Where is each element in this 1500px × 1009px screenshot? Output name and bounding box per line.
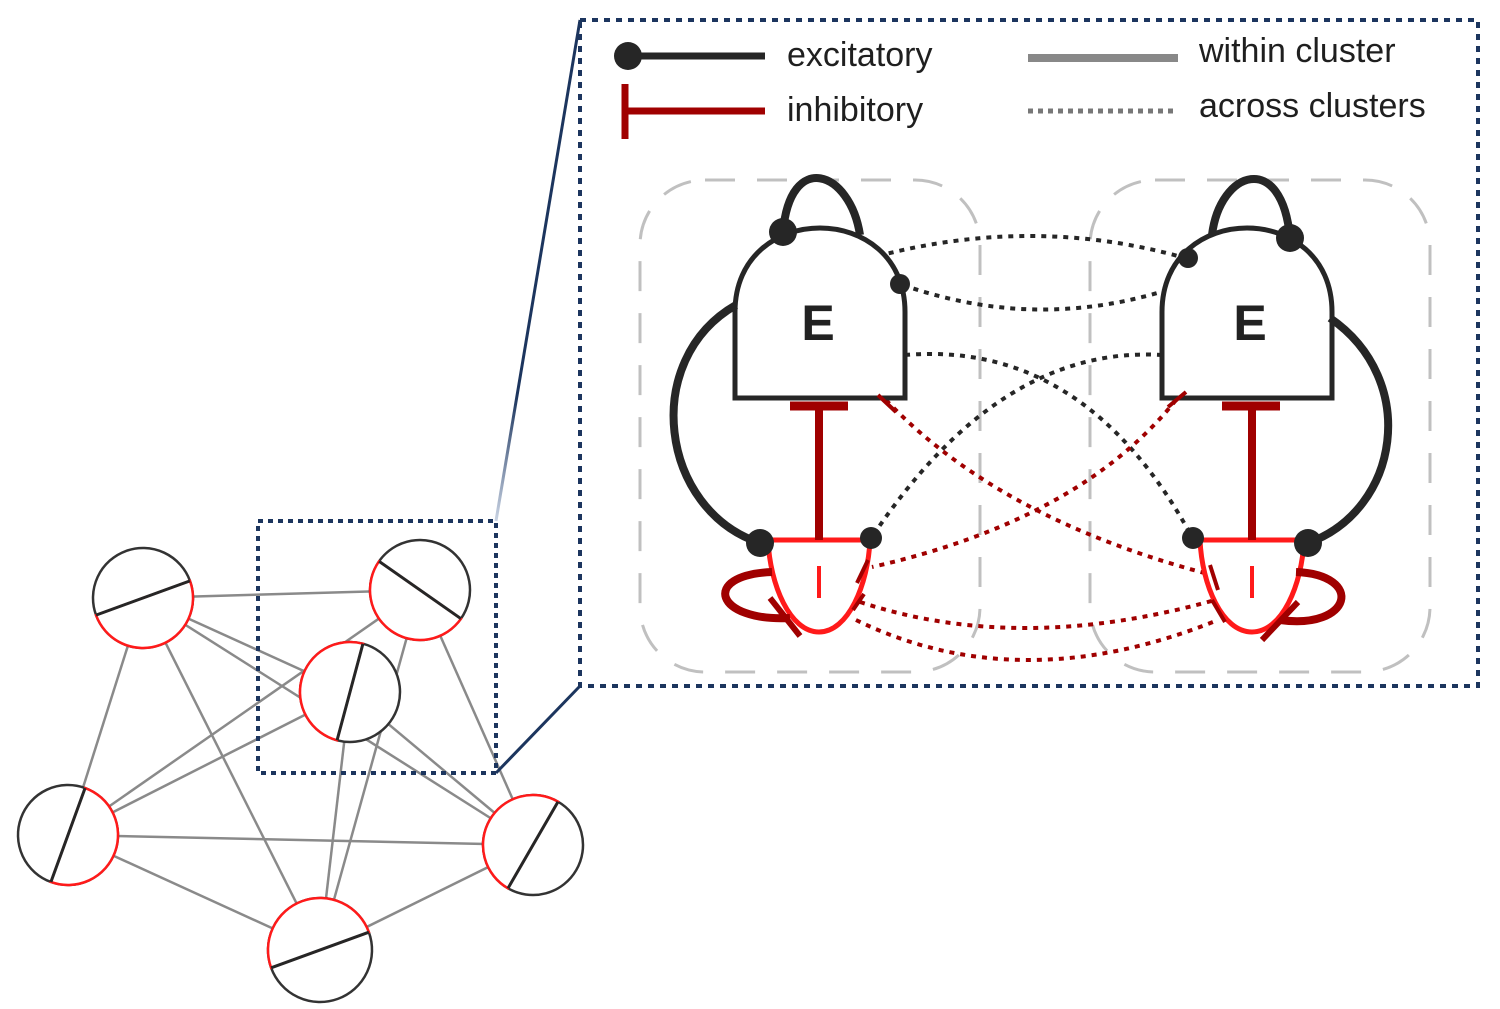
cluster-node: [266, 896, 374, 1004]
network-edge: [67, 588, 421, 837]
legend-within-cluster-label: within cluster: [1198, 32, 1396, 70]
excitatory-population-label: E: [1233, 295, 1266, 351]
legend-inhibitory-label: inhibitory: [787, 91, 923, 129]
inhibitory-legend-symbol: [621, 84, 765, 139]
inhibitory-across-edge: [855, 618, 1219, 662]
e-self-loop: [779, 174, 864, 236]
cluster-node: [481, 793, 585, 897]
zoom-panel: excitatory inhibitory within cluster acr…: [578, 18, 1480, 688]
e-to-i-edge: [1306, 314, 1393, 547]
synapse-dot: [1294, 529, 1322, 557]
cluster-node: [16, 783, 120, 887]
legend-excitatory-label: excitatory: [787, 36, 933, 74]
i-self-loop: [721, 568, 791, 623]
inhibitory-across-edge: [884, 398, 1213, 577]
synapse-dot: [1182, 527, 1204, 549]
synapse-dot: [1178, 248, 1198, 268]
excitatory-population: [732, 225, 908, 401]
network-edge: [67, 833, 534, 847]
cluster-node: [91, 546, 195, 650]
synapse-dot: [769, 218, 797, 246]
excitatory-across-edge: [904, 352, 1194, 538]
right-cluster: E: [1159, 174, 1393, 643]
e-to-i-edge: [669, 301, 762, 547]
excitatory-across-edge: [902, 281, 1189, 312]
excitatory-across-edge: [870, 352, 1163, 539]
excitatory-population: [1159, 225, 1335, 401]
network-edge: [67, 690, 351, 837]
synapse-dot: [890, 274, 910, 294]
synapse-dot: [860, 527, 882, 549]
legend-across-clusters-label: across clusters: [1199, 87, 1426, 125]
zoom-connectors: [494, 19, 582, 775]
network-edge: [318, 589, 422, 951]
inhibitory-across-edge: [871, 398, 1178, 569]
legend: excitatory inhibitory within cluster acr…: [614, 32, 1426, 139]
excitatory-legend-symbol: [614, 42, 765, 70]
zoom-selection-box: [256, 519, 498, 775]
inhibitory-across-edge: [859, 598, 1216, 630]
excitatory-across-edge: [877, 234, 1186, 260]
synapse-dot: [1276, 224, 1304, 252]
excitatory-population-label: E: [801, 295, 834, 351]
left-cluster: E: [669, 174, 910, 638]
e-self-loop: [1208, 174, 1294, 239]
network-edge: [141, 597, 322, 951]
across-cluster-connections: [855, 234, 1219, 662]
cluster-node: [298, 640, 402, 744]
i-self-loop: [1279, 568, 1346, 626]
network-overview: [16, 519, 585, 1004]
synapse-dot: [746, 529, 774, 557]
cluster-node: [368, 538, 472, 642]
